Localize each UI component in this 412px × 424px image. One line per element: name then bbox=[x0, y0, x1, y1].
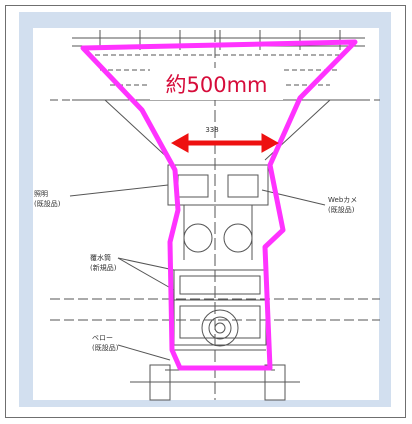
callout-webcam: Webカメ bbox=[328, 196, 357, 204]
callout-webcam-sub: (既設品) bbox=[328, 205, 355, 214]
approx-width-text: 約500mm bbox=[165, 73, 268, 97]
callout-lighting: 照明 bbox=[34, 190, 48, 198]
callout-cover-sub: (新規品) bbox=[90, 263, 117, 272]
clearance-outline bbox=[80, 39, 358, 371]
callout-bellows-sub: (既設品) bbox=[92, 343, 119, 352]
approx-width-label: 約500mm bbox=[150, 68, 283, 100]
callout-bellows: ベロー bbox=[92, 334, 113, 342]
callout-cover: 覆水筒 bbox=[90, 253, 111, 262]
callout-lighting-sub: (既設品) bbox=[34, 199, 61, 208]
width-arrow bbox=[170, 133, 280, 153]
dimension-label: 338 bbox=[205, 126, 218, 134]
